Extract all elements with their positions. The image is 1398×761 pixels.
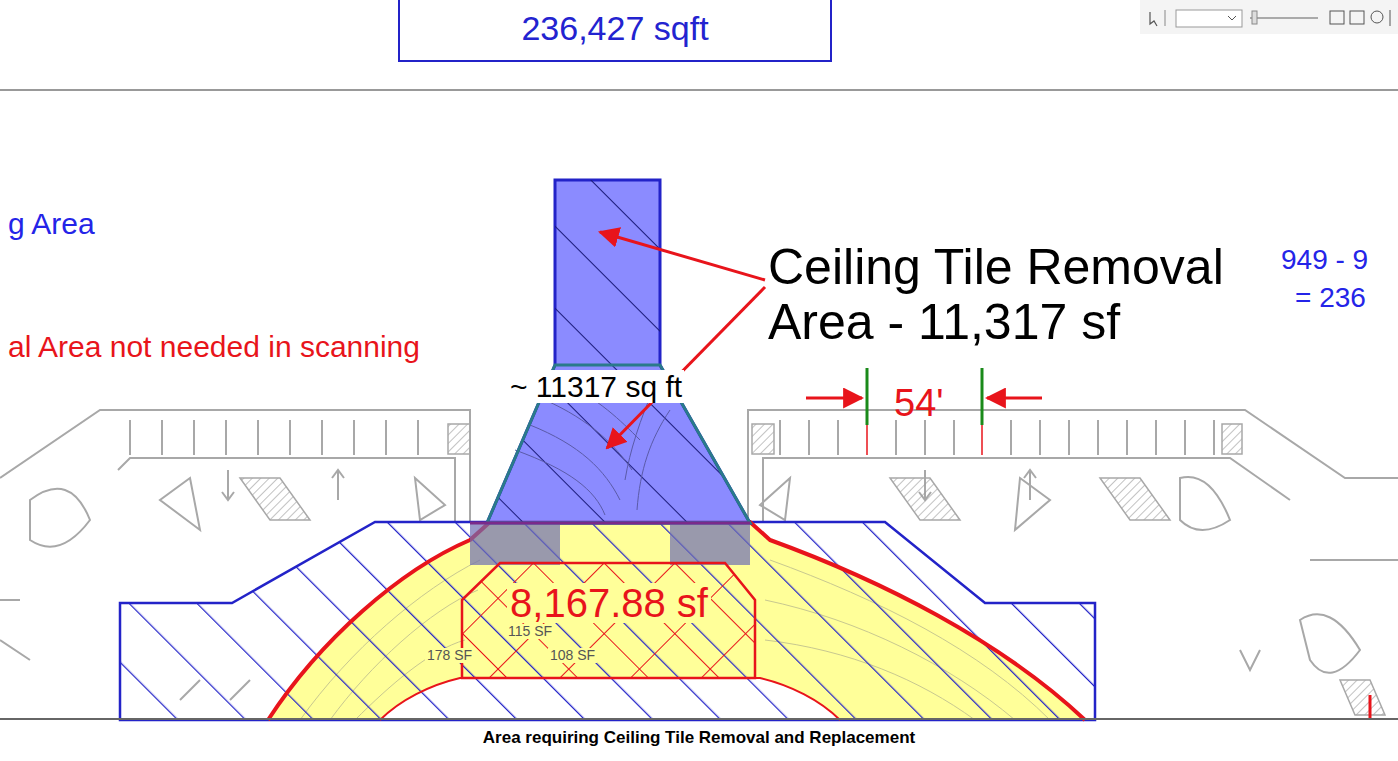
plan-shape [1371, 11, 1383, 23]
figure-caption: Area requiring Ceiling Tile Removal and … [0, 729, 1398, 748]
room-area: 108 SF [548, 648, 597, 663]
plan-shape [1300, 614, 1360, 673]
plan-shape [780, 420, 1214, 455]
dimension-tick [981, 425, 983, 455]
plan-shape [1015, 478, 1050, 530]
rule-line [0, 89, 1398, 91]
plan-shape [1252, 11, 1257, 24]
plan-shape [1100, 478, 1170, 520]
area-value: 8,167.88 sf [507, 583, 711, 623]
image-edge [0, 718, 1398, 720]
calc-note: 949 - 9 [1281, 245, 1368, 276]
plan-shape [530, 425, 620, 500]
area-total-box: 236,427 sqft [398, 0, 832, 62]
area-value: 236,427 sqft [518, 11, 711, 45]
red-area-outline [462, 563, 755, 678]
removal-block [470, 523, 560, 565]
plan-shape [1150, 12, 1157, 26]
plan-shape [763, 458, 1290, 522]
legend-note: al Area not needed in scanning [8, 330, 420, 363]
plan-shape [1340, 680, 1385, 715]
dimension-arrow [806, 397, 862, 400]
bowl-inner-outline [380, 678, 840, 720]
plan-shape [637, 410, 670, 510]
leader-arrow [600, 232, 765, 280]
plan-shape [748, 410, 1398, 522]
plan-shape [1390, 10, 1391, 26]
plan-shape [448, 424, 470, 454]
plan-shape [890, 478, 960, 520]
callout-title: Ceiling Tile Removal Area - 11,317 sf [768, 240, 1268, 350]
plan-shape [1165, 10, 1166, 26]
calc-note: = 236 [1295, 283, 1366, 314]
dimension-arrow [987, 397, 1042, 400]
plan-shape [240, 478, 310, 520]
plan-shape [1140, 0, 1398, 34]
plan-shape [118, 458, 455, 522]
plan-shape [1330, 11, 1344, 24]
plan-shape [160, 478, 200, 530]
viewer-toolbar [1140, 0, 1398, 34]
plan-shape [1250, 17, 1318, 19]
red-hatched-area: 8,167.88 sf [462, 563, 756, 679]
plan-shape [30, 489, 90, 547]
plan-shape [1350, 11, 1364, 24]
room-area: 115 SF [506, 624, 554, 639]
room-area: 178 SF [425, 648, 474, 663]
bowl-outline [268, 522, 1085, 720]
red-area-outline [462, 563, 755, 678]
plan-shape [0, 410, 470, 522]
scanning-area [120, 522, 1095, 720]
plan-shape [1222, 424, 1242, 454]
ceiling-removal-hatch [487, 180, 750, 523]
plan-shape [1228, 16, 1236, 20]
plan-shape [415, 478, 445, 520]
ceiling-removal-area [487, 180, 750, 523]
removal-edge [470, 522, 750, 525]
plan-shape [130, 420, 418, 455]
area-note: ~ 11317 sq ft [508, 370, 684, 403]
removal-outline [487, 365, 750, 523]
red-mark [1369, 695, 1372, 718]
dimension-tick [866, 368, 869, 425]
dimension-label: 54' [894, 383, 944, 425]
plan-shape [760, 478, 790, 520]
dimension-tick [866, 425, 868, 455]
plan-shape [752, 424, 774, 454]
plan-shape [515, 450, 605, 515]
dimension-tick [981, 368, 984, 425]
legend-note: g Area [8, 207, 95, 240]
removal-block [670, 523, 750, 565]
plan-shape [1180, 477, 1230, 530]
plan-shape [1176, 10, 1242, 27]
plan-shape [1240, 650, 1260, 670]
leader-arrow [607, 287, 765, 448]
